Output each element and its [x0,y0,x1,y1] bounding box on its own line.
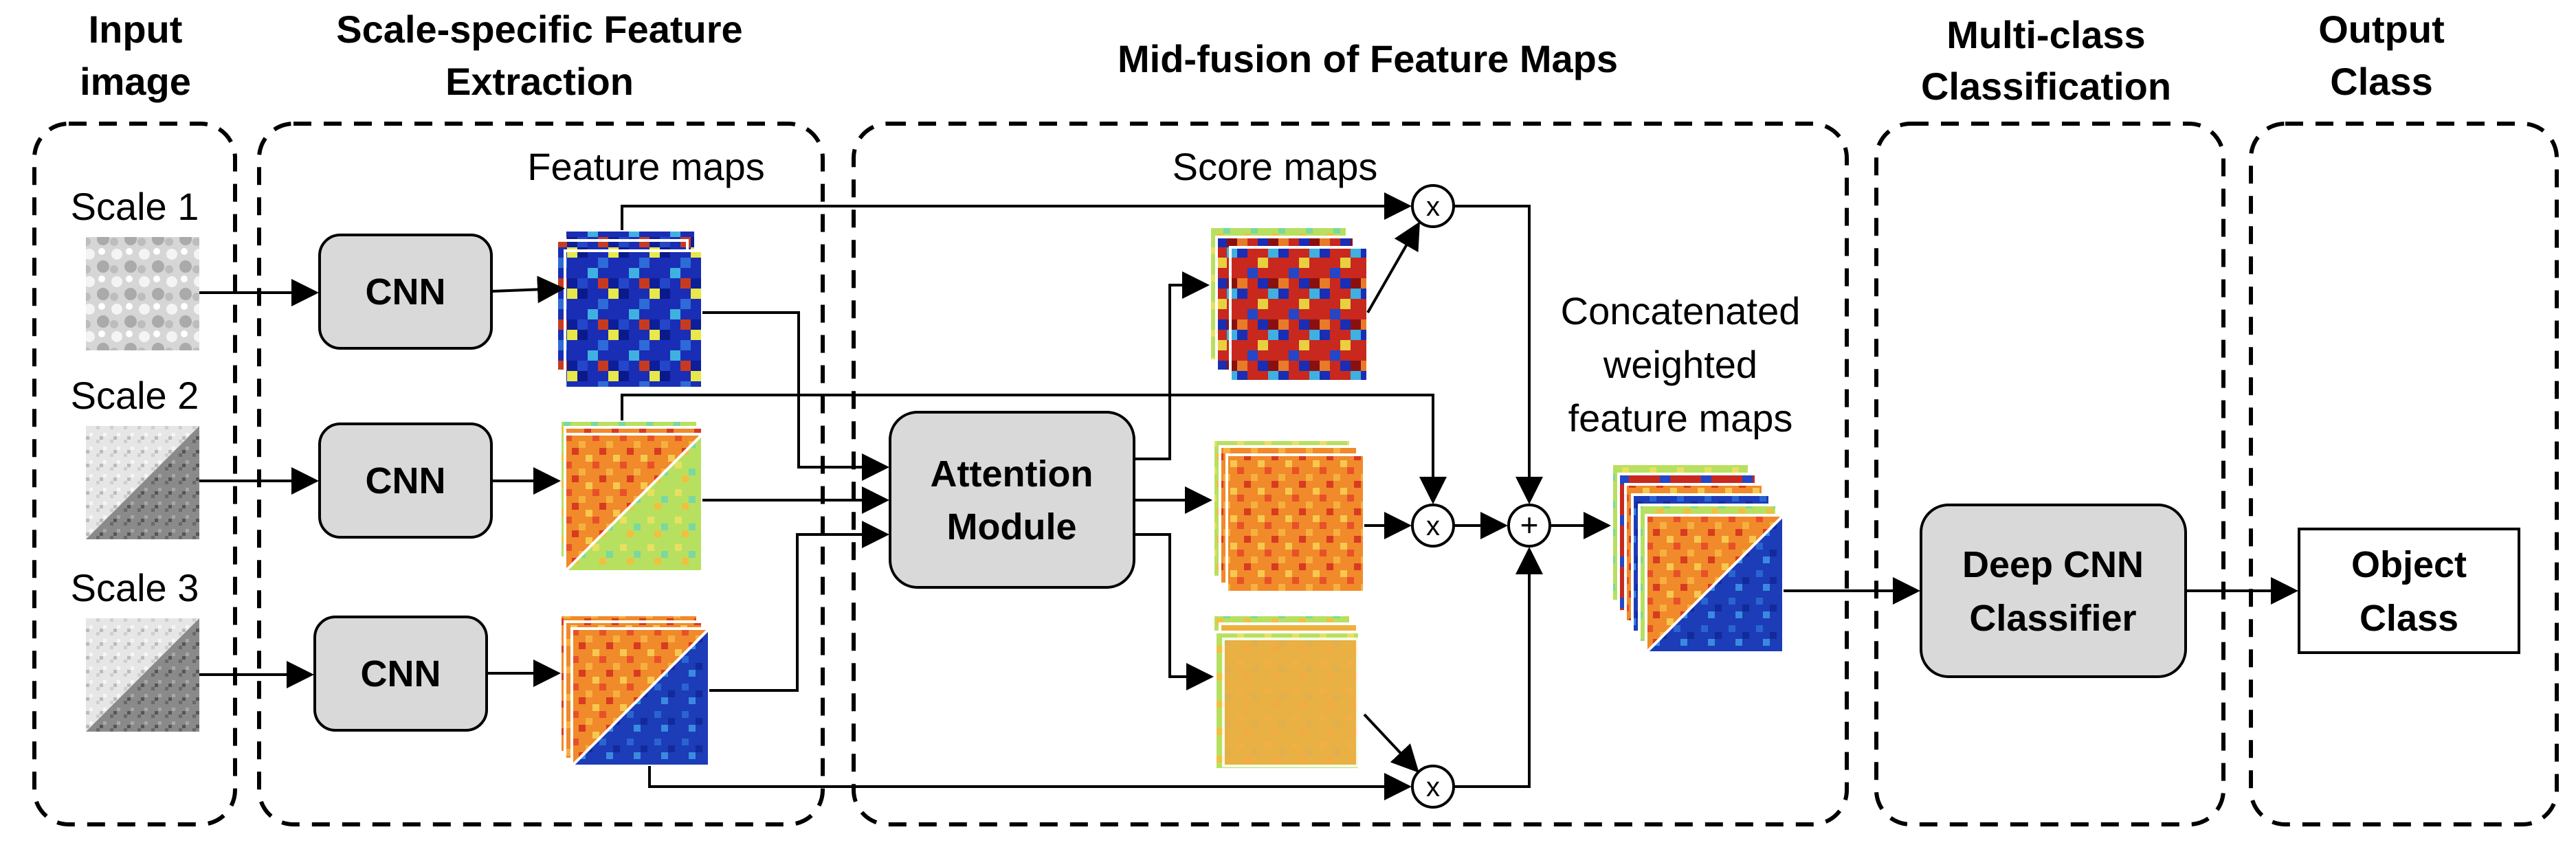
attention-module: Attention Module [889,411,1135,589]
scale3-label: Scale 3 [71,566,199,609]
arrow-multiply1-add [1454,205,1543,504]
score-maps-1 [1208,225,1369,383]
scale1-image [86,237,199,350]
arrow-features3-multiply3 [648,766,1412,800]
arrow-attention-score1 [1134,271,1210,460]
scale2-image [86,426,199,539]
arrow-features2-multiply2 [621,394,1447,504]
feature-maps-3 [559,613,711,767]
section-extraction [257,122,825,826]
deep-cnn-classifier: Deep CNN Classifier [1920,504,2187,678]
output-class-box: Object Class [2298,528,2520,654]
classifier-label-line2: Classifier [1969,598,2136,639]
arrow-attention-score3 [1134,533,1214,690]
feature-maps-2 [559,419,704,573]
concat-label-line3: feature maps [1568,396,1793,440]
header-output-line1: Output [2318,8,2444,51]
arrow-score3-multiply3 [1363,713,1419,773]
arrow-multiply3-add [1454,547,1543,788]
header-extraction-line2: Extraction [445,60,634,103]
scale3-image [86,618,199,732]
arrow-score1-multiply1 [1366,221,1420,313]
header-multiclass-line2: Classification [1921,65,2171,108]
feature-maps-label: Feature maps [527,145,765,188]
output-label-line2: Class [2360,598,2458,639]
feature-maps-1 [555,229,704,390]
classifier-label-line1: Deep CNN [1962,544,2144,585]
cnn-label-2: CNN [366,460,446,502]
scale1-label: Scale 1 [71,185,199,228]
multiply-symbol-3: x [1426,772,1440,802]
score-maps-label: Score maps [1173,145,1378,188]
multiply-symbol-2: x [1426,511,1440,541]
attention-label-line1: Attention [931,453,1093,495]
score-maps-3 [1212,613,1361,771]
header-input-line2: image [80,60,191,103]
section-fusion [852,122,1849,826]
cnn-label-3: CNN [361,653,441,695]
score-maps-2 [1212,438,1366,594]
cnn-box-3: CNN [313,616,488,732]
scale2-label: Scale 2 [71,374,199,417]
concat-label-line1: Concatenated [1561,289,1801,333]
section-multiclass [1874,122,2225,826]
concat-label-line2: weighted [1603,343,1757,386]
cnn-box-1: CNN [318,234,493,350]
output-label-line1: Object [2351,544,2467,585]
arrow-cnn1-features [491,275,565,304]
section-output [2249,122,2559,826]
attention-label-line2: Module [947,506,1077,548]
header-input-line1: Input [89,8,183,51]
header-multiclass-line1: Multi-class [1946,13,2145,56]
header-fusion: Mid-fusion of Feature Maps [1118,37,1618,80]
header-output-line2: Class [2330,60,2432,103]
section-input [32,122,237,826]
cnn-box-2: CNN [318,422,493,539]
arrow-features3-attention [709,521,889,692]
cnn-label-1: CNN [366,271,446,313]
multiply-symbol-1: x [1426,192,1440,222]
concatenated-feature-maps [1610,462,1785,654]
arrow-features1-multiply1 [621,192,1412,230]
header-extraction-line1: Scale-specific Feature [336,8,742,51]
arrow-features1-attention [702,311,889,481]
add-symbol: + [1520,507,1539,543]
